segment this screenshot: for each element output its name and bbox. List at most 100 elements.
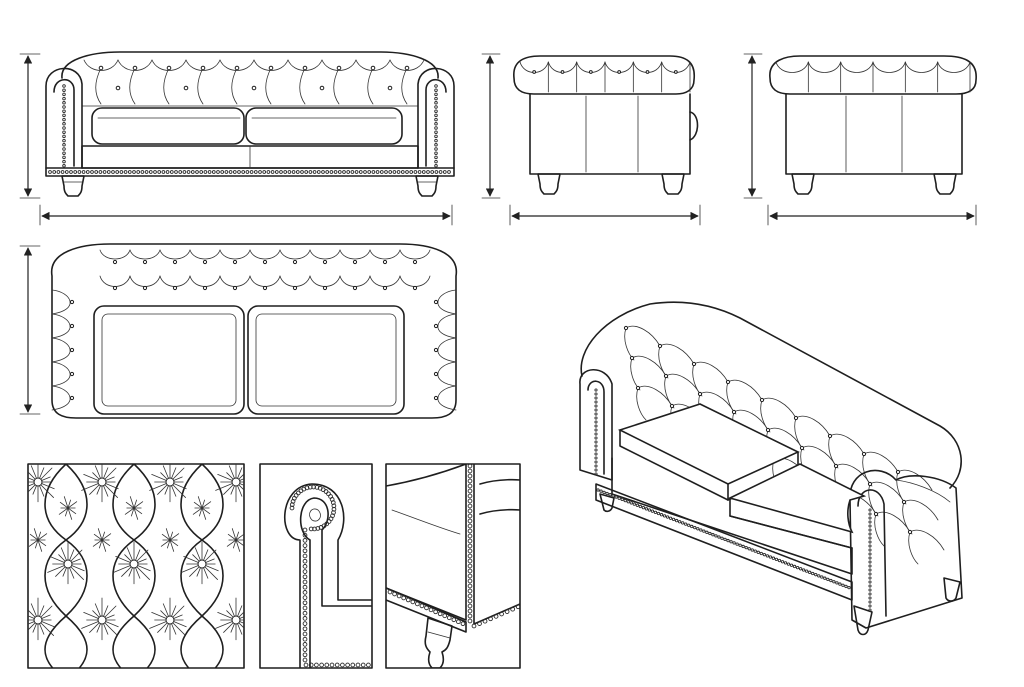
nailhead — [62, 147, 66, 151]
tuft-button — [142, 285, 148, 291]
nailhead — [714, 534, 718, 538]
tuft-button — [262, 259, 268, 265]
nailhead — [337, 170, 342, 174]
nailhead — [456, 619, 461, 625]
nailhead — [732, 541, 736, 545]
nailhead — [73, 170, 78, 174]
tuft-button — [404, 65, 410, 71]
nailhead — [375, 170, 380, 174]
nailhead — [102, 170, 107, 174]
tuft-button — [352, 285, 358, 291]
nailhead — [467, 543, 473, 549]
nailhead — [342, 170, 346, 174]
tuft-button — [433, 299, 439, 305]
tuft-button — [132, 65, 138, 71]
nailhead — [467, 508, 473, 514]
nailhead — [62, 134, 66, 139]
nailhead — [400, 170, 405, 174]
nailhead — [467, 583, 473, 589]
detail-leg-frame — [385, 463, 521, 669]
nailhead — [826, 577, 830, 582]
nailhead — [148, 170, 153, 174]
nailhead — [302, 605, 308, 611]
tuft-button — [172, 285, 178, 291]
nailhead — [355, 662, 361, 668]
iso-leg-front-right — [853, 605, 873, 636]
nailhead — [253, 170, 258, 174]
nailhead — [415, 601, 420, 607]
nailhead — [771, 556, 776, 560]
tuft-button — [617, 70, 622, 74]
nailhead — [334, 662, 340, 668]
nailhead — [144, 170, 149, 174]
nailhead — [319, 662, 324, 668]
nailhead — [367, 170, 372, 174]
tuft-button — [112, 259, 118, 265]
nailhead — [434, 88, 438, 92]
tuft-button — [433, 371, 439, 377]
nailhead — [699, 528, 703, 532]
detail-tufting — [27, 463, 245, 669]
nailhead — [620, 497, 624, 502]
nailhead — [207, 170, 212, 174]
nailhead — [302, 548, 308, 554]
tuft-button — [433, 347, 439, 353]
nailhead — [477, 621, 482, 626]
tuft-button — [63, 559, 73, 569]
front-cushion-right — [245, 107, 403, 145]
nailhead — [62, 88, 66, 92]
nailhead — [460, 621, 466, 627]
nailhead — [279, 170, 283, 174]
nailhead — [302, 543, 308, 548]
tuft-button — [663, 373, 669, 379]
nailhead — [62, 113, 66, 118]
nailhead — [665, 515, 670, 519]
nailhead — [77, 170, 82, 174]
nailhead — [594, 420, 598, 424]
nailhead — [62, 84, 66, 88]
nailhead — [841, 583, 845, 587]
nailhead — [868, 576, 872, 580]
nailhead — [447, 170, 451, 174]
tuft-button — [657, 343, 663, 349]
nailhead — [434, 130, 438, 134]
nailhead — [249, 170, 254, 174]
tuft-button — [673, 70, 678, 74]
tuft-button — [202, 259, 208, 265]
tuft-button — [560, 70, 565, 74]
nailhead — [723, 537, 727, 542]
nailhead — [366, 662, 371, 668]
nailhead — [153, 170, 157, 174]
nailhead — [303, 662, 309, 668]
nailhead — [434, 113, 438, 118]
nailhead — [62, 122, 66, 126]
nailhead — [69, 170, 73, 174]
nailhead — [401, 595, 407, 601]
front-base-rail — [45, 167, 455, 177]
nailhead — [426, 170, 430, 174]
nailhead — [140, 170, 145, 174]
nailhead — [708, 531, 712, 536]
nailhead — [594, 468, 598, 472]
nailhead — [190, 170, 195, 174]
nailhead — [832, 580, 836, 584]
back-leg-left — [791, 173, 815, 195]
nailhead — [326, 519, 332, 524]
nailhead — [442, 613, 448, 619]
nailhead — [467, 473, 473, 479]
nailhead — [847, 585, 851, 590]
nailhead — [868, 596, 872, 600]
nailhead — [786, 562, 791, 566]
tuft-button — [827, 433, 833, 439]
nailhead — [614, 495, 618, 499]
nailhead — [467, 488, 473, 494]
nailhead — [62, 92, 66, 97]
nailhead — [868, 528, 872, 532]
nailhead — [302, 558, 308, 564]
nailhead — [195, 170, 199, 174]
nailhead — [345, 662, 350, 668]
nailhead — [186, 170, 191, 174]
nailhead — [396, 593, 402, 599]
nailhead — [656, 511, 661, 516]
nailhead — [434, 147, 438, 151]
